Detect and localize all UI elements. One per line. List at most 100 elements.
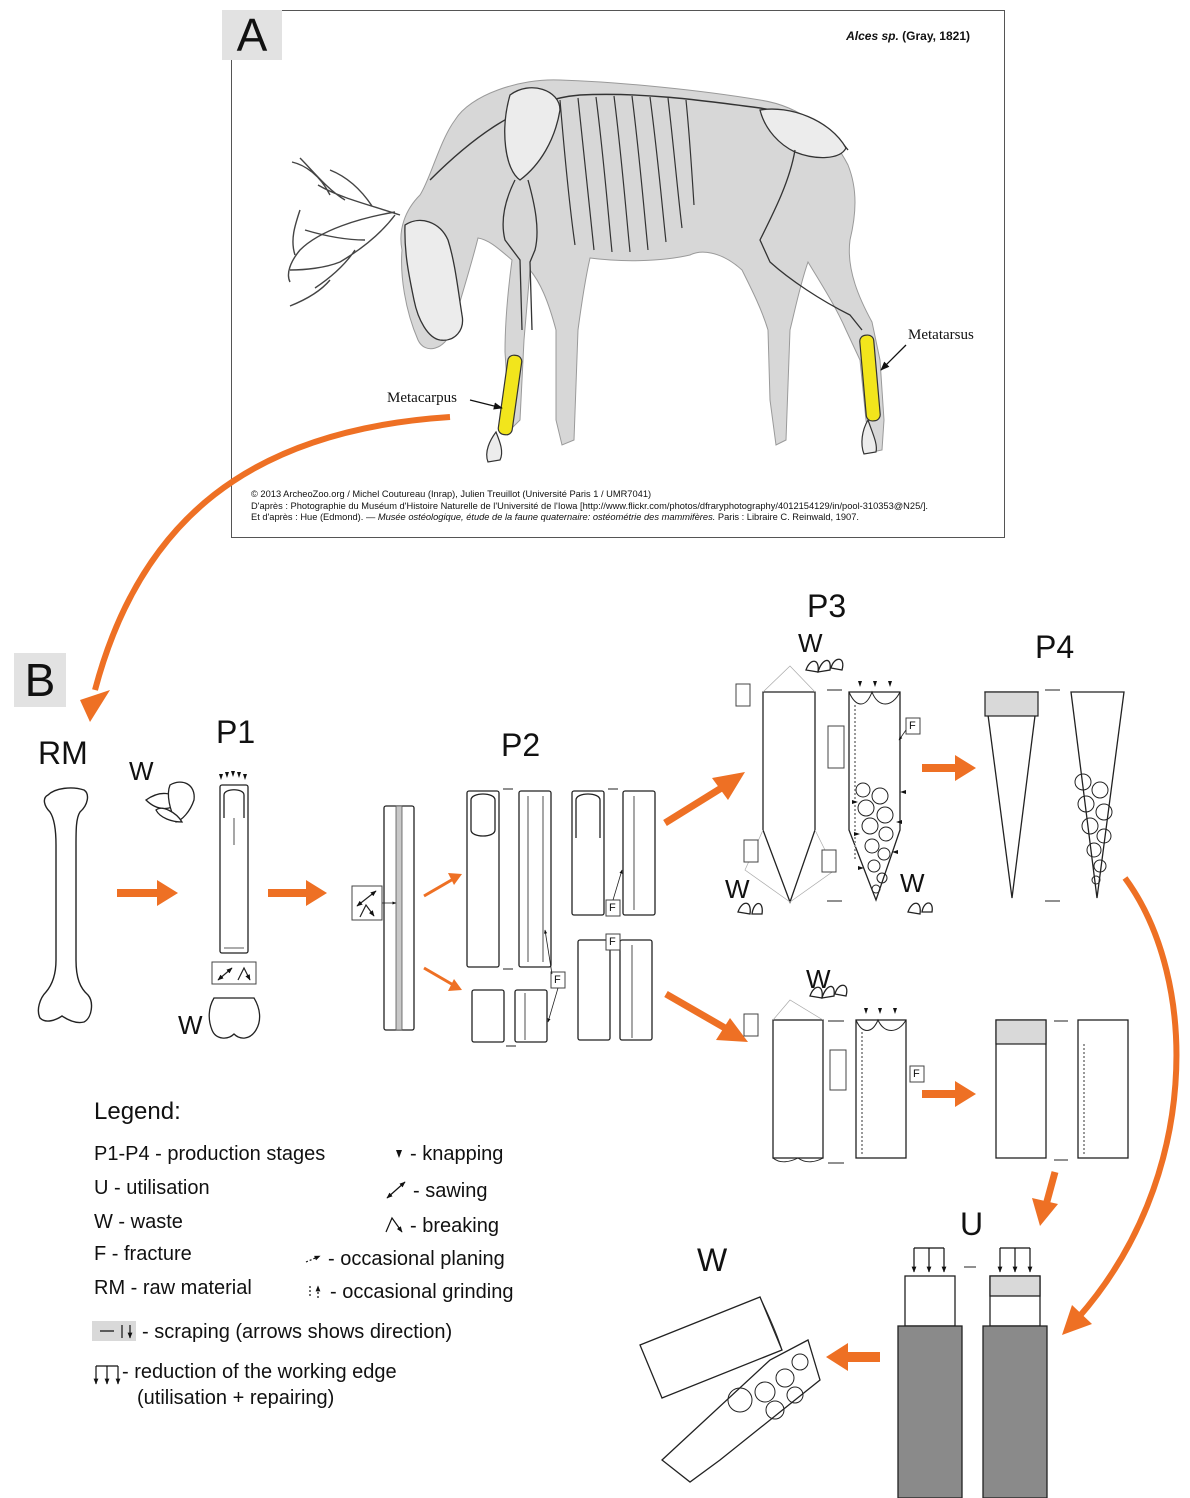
rm-bone-drawing (38, 788, 91, 1023)
stage-label-p1: P1 (216, 716, 255, 748)
arrow-p4-u-head (1032, 1198, 1058, 1226)
p2-upper-blank-4 (623, 791, 655, 915)
p3-upper-knap-box-1 (736, 684, 750, 706)
legend-reduction-line-1: - reduction of the working edge (122, 1362, 397, 1382)
moose-illustration (288, 80, 906, 462)
fracture-label-5: F (913, 1068, 920, 1080)
metacarpus-pointer (470, 400, 502, 408)
p2-drawing (352, 789, 655, 1046)
legend-raw-material: RM - raw material (94, 1278, 252, 1298)
arrow-p2-lower (424, 968, 455, 986)
waste-label-p1-top: W (129, 758, 154, 784)
fracture-label-2: F (609, 936, 616, 948)
moose-antler-palm (288, 210, 395, 282)
stage-label-p4: P4 (1035, 631, 1074, 663)
legend-waste: W - waste (94, 1212, 183, 1232)
p3-upper-knap-box-2 (744, 840, 758, 862)
u-handle-1 (898, 1326, 962, 1498)
stage-label-p3: P3 (807, 590, 846, 622)
p4-lower-tool-2 (1078, 1020, 1128, 1158)
waste-label-p3-right: W (900, 870, 925, 896)
p4-upper-tool-1 (985, 692, 1038, 898)
p3-upper-tool-2 (849, 692, 900, 900)
legend-utilisation: U - utilisation (94, 1178, 210, 1198)
p2-lower-blank-4 (620, 940, 652, 1040)
waste-label-p1-bottom: W (178, 1012, 203, 1038)
legend-breaking: - breaking (410, 1216, 499, 1236)
p3-upper-knap-box-3 (822, 850, 836, 872)
u-drawing (898, 1248, 1047, 1498)
arrow-p3-p4-upper (922, 755, 976, 781)
arrow-rm-p1 (117, 880, 178, 906)
legend-scraping: - scraping (arrows shows direction) (142, 1322, 452, 1342)
sawing-symbol (387, 1182, 405, 1198)
legend-sawing: - sawing (413, 1181, 487, 1201)
p2-upper-blank-3 (572, 791, 604, 915)
arrow-p3-p4-lower (922, 1081, 976, 1107)
arrow-p2-upper (424, 878, 455, 896)
p1-knapping-marks (219, 771, 247, 780)
arrow-a-to-rm-head (80, 690, 110, 722)
u-tool-1-edge (905, 1276, 955, 1326)
u-handle-2 (983, 1326, 1047, 1498)
p4-lower-drawing (996, 1020, 1128, 1160)
legend-reduction-line-2: (utilisation + repairing) (137, 1388, 334, 1408)
arrow-p4-u (1046, 1172, 1055, 1205)
stage-label-u: U (960, 1208, 983, 1240)
p4-upper-drawing (985, 690, 1124, 901)
stage-label-w: W (697, 1244, 727, 1276)
arrow-p1-p2 (268, 880, 327, 906)
legend-stages: P1-P4 - production stages (94, 1144, 325, 1164)
p4-upper-tool-2 (1071, 692, 1124, 898)
arrow-u-w (826, 1343, 880, 1371)
p3-lower-drawing (744, 985, 924, 1163)
planing-symbol (306, 1256, 320, 1262)
reduction-symbol (96, 1366, 118, 1384)
grinding-symbol (310, 1286, 318, 1298)
p3-upper-waste-1 (806, 661, 818, 672)
p3-lower-waste-3 (835, 985, 847, 996)
waste-label-p3-left: W (725, 876, 750, 902)
p1-epiphysis-waste (209, 998, 259, 1038)
p3-upper-waste-6 (908, 903, 920, 914)
legend-planing: - occasional planing (328, 1249, 505, 1269)
arrow-p2-lower-head (448, 979, 462, 991)
p3-upper-waste-7 (922, 903, 932, 912)
legend-fracture: F - fracture (94, 1244, 192, 1264)
fracture-label-1: F (609, 902, 616, 914)
p2-upper-blank-1 (467, 791, 499, 967)
arrow-a-to-rm (95, 417, 450, 690)
arrow-p2-p3-upper (665, 787, 723, 823)
p2-saw-box (352, 886, 382, 920)
p3-upper-tool-1 (763, 692, 815, 902)
p3-upper-waste-3 (831, 659, 843, 670)
moose-antler (290, 158, 400, 306)
arrow-p2-upper-head (448, 873, 462, 885)
p2-lower-blank-1 (472, 990, 504, 1042)
fracture-label-3: F (554, 974, 561, 986)
arrow-p2-p3-lower (666, 994, 725, 1028)
p3-lower-knap-box (744, 1014, 758, 1036)
u-reduction-arrows (914, 1248, 1030, 1272)
p3-upper-grind-box (828, 726, 844, 768)
arrow-p2-p3-upper-head (712, 772, 745, 800)
stage-label-p2: P2 (501, 729, 540, 761)
panel-b-badge: B (14, 653, 66, 707)
p2-lower-blank-2 (515, 990, 547, 1042)
legend-title: Legend: (94, 1098, 181, 1126)
p3-upper-waste-5 (752, 904, 762, 915)
p2-lower-blank-3 (578, 940, 610, 1040)
waste-label-p3-top: W (798, 630, 823, 656)
p2-upper-blank-2 (519, 791, 551, 967)
p3-lower-tool-2 (856, 1020, 906, 1158)
legend-grinding: - occasional grinding (330, 1282, 513, 1302)
metatarsus-pointer (881, 345, 906, 370)
w-fragments (640, 1297, 820, 1482)
p1-saw-box (212, 962, 256, 984)
knapping-symbol (396, 1150, 402, 1158)
fracture-label-4: F (909, 720, 916, 732)
breaking-symbol (386, 1218, 402, 1232)
metacarpus-foot (487, 432, 502, 462)
p3-upper-waste-4 (738, 903, 750, 914)
